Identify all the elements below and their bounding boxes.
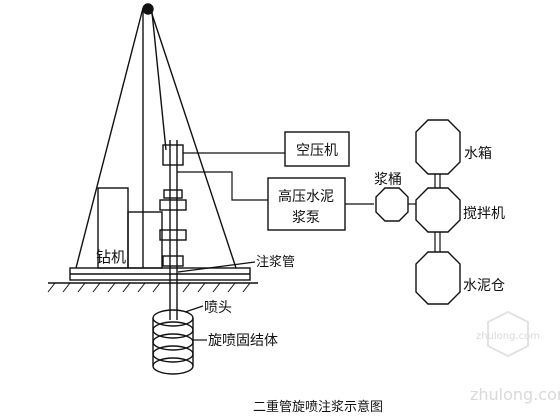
drill-rig [97,187,187,269]
grout-pump-label-line2: 浆泵 [292,210,320,226]
cement-silo-octagon [415,251,461,305]
grout-pipe-label: 注浆管 [256,255,295,270]
drill-tower [75,3,237,269]
watermark-line1: zhulong.com [476,331,540,342]
mixer-octagon [415,187,461,233]
drill-rig-label: 钻机 [96,248,126,266]
rig-base [69,267,251,281]
grout-body [152,309,194,375]
grout-body-label: 旋喷固结体 [208,333,278,349]
ground [47,282,258,293]
cement-silo-label: 水泥仓 [463,278,505,294]
tanks [375,119,461,305]
grout-pump-label-line1: 高压水泥 [278,188,334,205]
diagram-caption: 二重管旋喷注浆示意图 [253,399,383,415]
water-tank-octagon [415,119,461,175]
pulley-icon [142,3,154,15]
watermark-logo: zhulong.com zhulong.com [470,310,560,404]
hose-lines [177,152,441,341]
grout-pump-box [267,177,346,231]
drill-pipe [162,140,184,320]
air-compressor-label: 空压机 [296,143,338,159]
slurry-bucket-label: 浆桶 [374,172,402,188]
mixer-label: 搅拌机 [463,206,505,222]
air-compressor-box [284,131,350,167]
watermark-line2: zhulong.com [470,385,560,404]
water-tank-label: 水箱 [464,146,492,162]
slurry-bucket-octagon [375,187,409,222]
nozzle-label: 喷头 [204,300,232,316]
